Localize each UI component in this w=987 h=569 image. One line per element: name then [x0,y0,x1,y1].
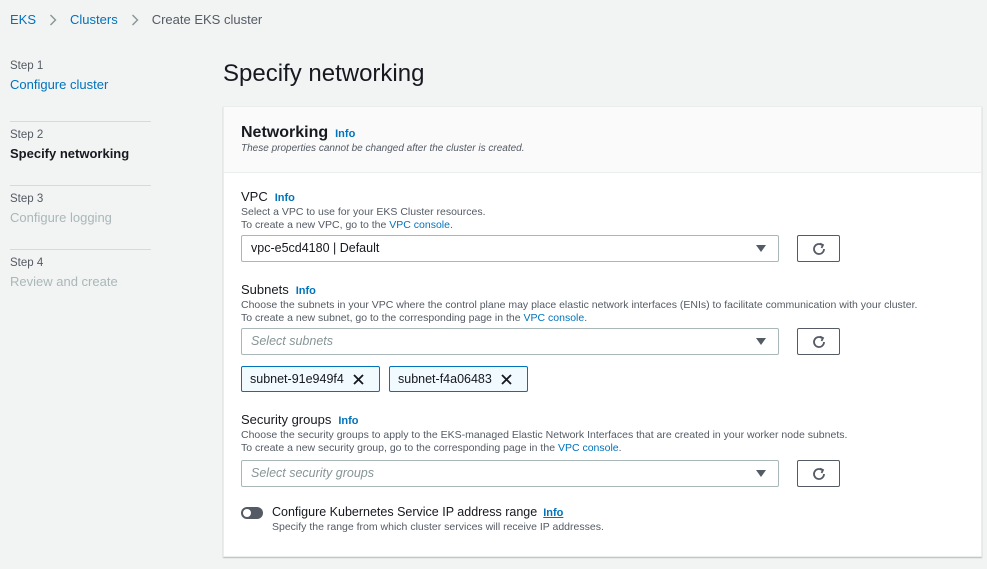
subnets-info-link[interactable]: Info [295,285,316,297]
security-groups-info-link[interactable]: Info [338,415,359,427]
step-configure-logging-label: Configure logging [10,210,112,225]
panel-description: These properties cannot be changed after… [241,143,525,154]
breadcrumb: EKS Clusters Create EKS cluster [10,12,262,27]
vpc-info-link[interactable]: Info [274,192,295,204]
security-groups-desc-prefix: To create a new security group, go to th… [241,442,558,454]
subnets-field: Subnets Info Choose the subnets in your V… [241,282,961,392]
subnet-token: subnet-f4a06483 [389,366,528,392]
vpc-label: VPC [241,189,268,204]
networking-info-link[interactable]: Info [335,128,356,140]
caret-down-icon [756,245,766,252]
step-configure-cluster: Step 1 Configure cluster [10,58,151,122]
panel-title: Networking [241,124,329,141]
vpc-field: VPC Info Select a VPC to use for your EKS… [241,189,961,269]
subnets-desc-prefix: To create a new subnet, go to the corres… [241,312,524,324]
security-groups-field: Security groups Info Choose the security … [241,412,961,492]
subnet-token: subnet-91e949f4 [241,366,380,392]
security-groups-desc-suffix: . [618,442,622,454]
page-title: Specify networking [223,60,425,87]
vpc-refresh-button[interactable] [797,235,840,262]
service-ip-description: Specify the range from which cluster ser… [272,521,604,533]
vpc-desc-suffix: . [449,219,453,231]
caret-down-icon [756,470,766,477]
subnets-refresh-button[interactable] [797,328,840,355]
remove-token-icon[interactable] [352,373,365,386]
security-groups-select[interactable]: Select security groups [241,460,779,487]
subnet-token-label: subnet-f4a06483 [398,372,492,386]
subnets-select[interactable]: Select subnets [241,328,779,355]
breadcrumb-current: Create EKS cluster [151,12,263,27]
caret-down-icon [756,338,766,345]
vpc-console-link[interactable]: VPC console [557,442,619,454]
service-ip-label: Configure Kubernetes Service IP address … [272,505,538,519]
refresh-icon [812,242,825,255]
chevron-right-icon [131,14,139,26]
vpc-desc-prefix: To create a new VPC, go to the [241,219,390,231]
chevron-right-icon [49,14,57,26]
step-configure-cluster-link[interactable]: Configure cluster [10,77,109,92]
refresh-icon [812,467,825,480]
remove-token-icon[interactable] [500,373,513,386]
subnets-placeholder: Select subnets [251,334,333,348]
service-ip-row: Configure Kubernetes Service IP address … [241,505,604,533]
vpc-console-link[interactable]: VPC console [523,312,585,324]
panel-header: Networking Info These properties cannot b… [224,107,981,173]
step-specify-networking: Step 2 Specify networking [10,122,151,186]
vpc-description: Select a VPC to use for your EKS Cluster… [241,206,486,218]
toggle-knob [243,509,251,517]
step-number: Step 2 [10,129,44,141]
service-ip-info-link[interactable]: Info [543,507,564,519]
breadcrumb-clusters-link[interactable]: Clusters [70,12,118,27]
service-ip-toggle[interactable] [241,507,263,519]
security-groups-description: Choose the security groups to apply to t… [241,429,848,441]
subnets-desc-suffix: . [584,312,588,324]
wizard-steps: Step 1 Configure cluster Step 2 Specify … [10,58,151,314]
subnets-label: Subnets [241,282,289,297]
subnet-token-label: subnet-91e949f4 [250,372,344,386]
step-specify-networking-label: Specify networking [10,146,130,161]
step-review-and-create-label: Review and create [10,274,118,289]
breadcrumb-eks-link[interactable]: EKS [10,12,37,27]
vpc-console-link[interactable]: VPC console [389,219,450,231]
step-number: Step 4 [10,257,44,269]
vpc-select-value: vpc-e5cd4180 | Default [251,241,380,255]
step-number: Step 3 [10,193,44,205]
refresh-icon [812,335,825,348]
vpc-select[interactable]: vpc-e5cd4180 | Default [241,235,779,262]
step-number: Step 1 [10,60,44,72]
security-groups-label: Security groups [241,412,332,427]
security-groups-placeholder: Select security groups [251,466,374,480]
subnets-description: Choose the subnets in your VPC where the… [241,299,918,311]
step-configure-logging: Step 3 Configure logging [10,186,151,250]
security-groups-refresh-button[interactable] [797,460,840,487]
step-review-and-create: Step 4 Review and create [10,250,151,314]
